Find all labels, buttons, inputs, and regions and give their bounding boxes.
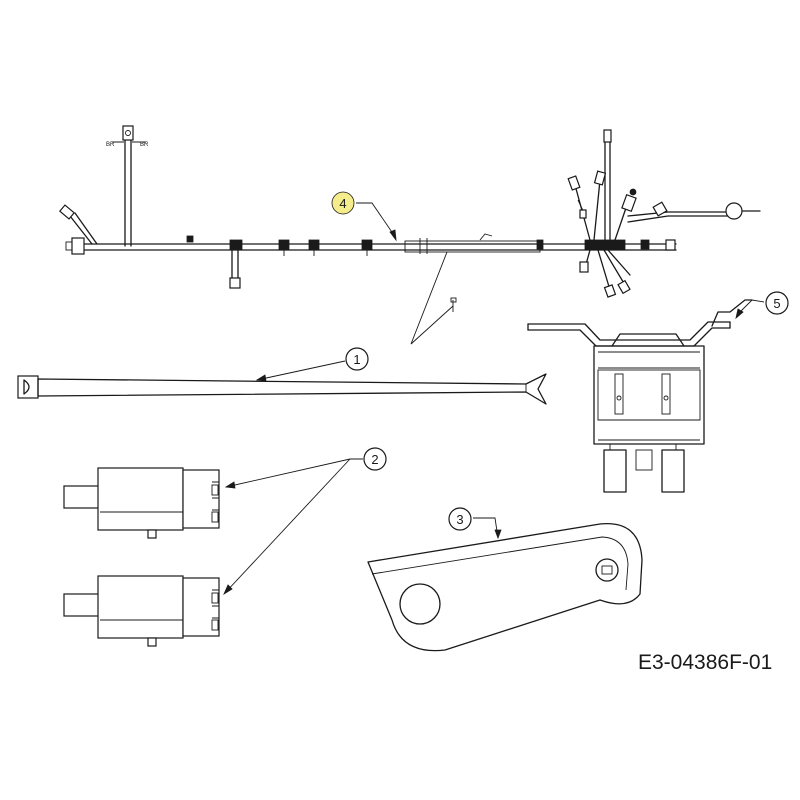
callout-3-label: 3 (456, 512, 463, 527)
cable-tie (17, 373, 547, 405)
callout-5-label: 5 (773, 296, 780, 311)
callout-3: 3 (448, 507, 502, 540)
callout-2-label: 2 (371, 452, 378, 467)
connector-upper (63, 467, 220, 539)
switch (527, 299, 753, 493)
callout-1-label: 1 (353, 352, 360, 367)
callout-4-highlight (331, 191, 355, 215)
wiring-harness: BR BR (58, 125, 761, 345)
svg-text:BR: BR (106, 142, 115, 148)
callout-4-label: 4 (339, 196, 346, 211)
callout-4: 4 (331, 191, 397, 242)
connector-lower (63, 575, 220, 647)
callout-5: 5 (735, 291, 789, 320)
svg-text:BR: BR (140, 142, 149, 148)
drawing-code: E3-04386F-01 (638, 651, 773, 674)
callout-1: 1 (255, 347, 369, 382)
callout-2: 2 (223, 447, 387, 596)
bracket (367, 523, 643, 652)
